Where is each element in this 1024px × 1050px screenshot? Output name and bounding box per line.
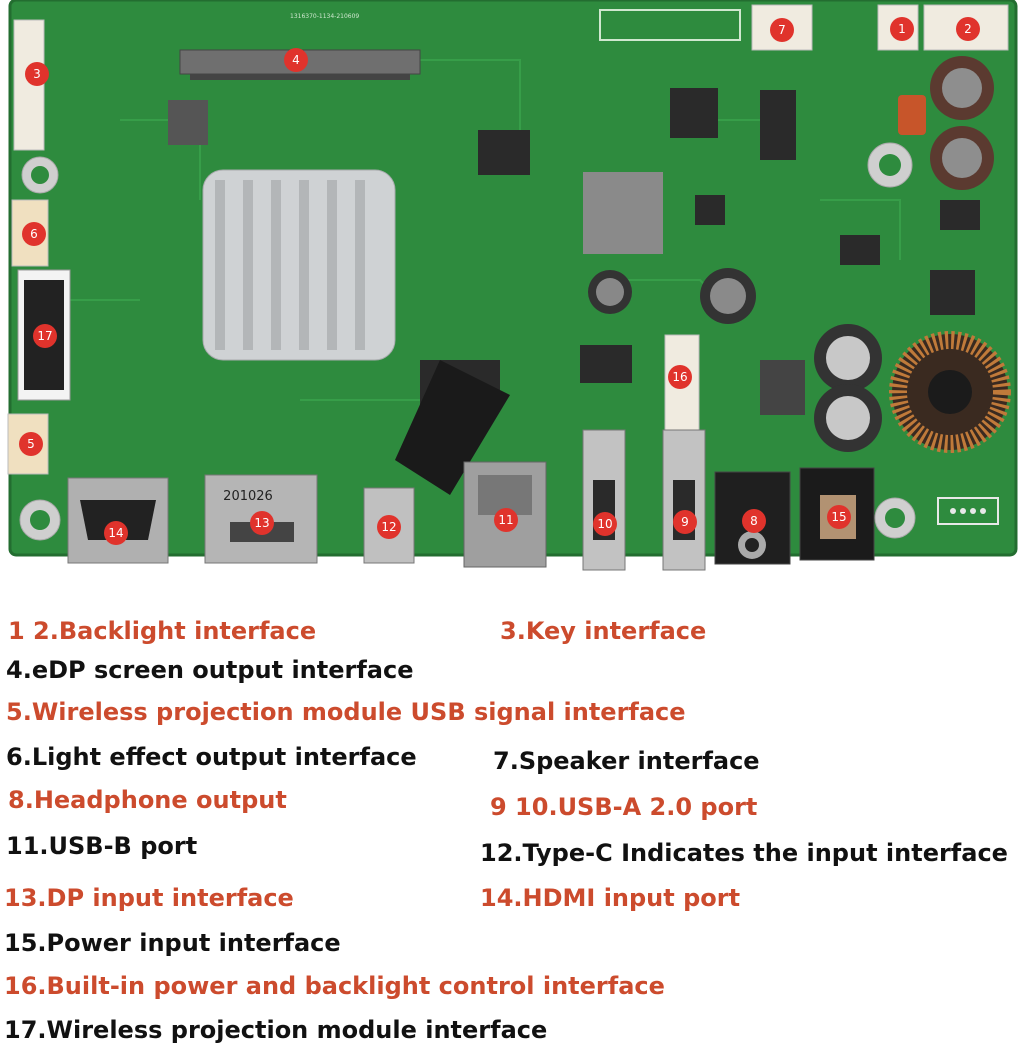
marker-6: 6 — [22, 222, 46, 246]
svg-text:7: 7 — [778, 23, 786, 37]
legend-item-9-10: 9 10.USB-A 2.0 port — [490, 793, 758, 821]
svg-text:1: 1 — [898, 22, 906, 36]
dp-port-label: 201026 — [223, 489, 273, 504]
svg-text:3: 3 — [33, 67, 41, 81]
marker-12: 12 — [377, 515, 401, 539]
svg-text:9: 9 — [681, 515, 689, 529]
marker-9: 9 — [673, 510, 697, 534]
svg-text:4: 4 — [292, 53, 300, 67]
svg-text:16: 16 — [672, 370, 687, 384]
svg-text:5: 5 — [27, 437, 35, 451]
silkscreen-text: 1316370-1134-210609 — [290, 13, 359, 20]
marker-5: 5 — [19, 432, 43, 456]
legend-item-1-2: 1 2.Backlight interface — [8, 617, 317, 645]
legend-item-16: 16.Built-in power and backlight control … — [4, 972, 665, 1000]
mounting-holes — [19, 142, 916, 541]
marker-15: 15 — [827, 505, 851, 529]
marker-7: 7 — [770, 18, 794, 42]
marker-13: 13 — [250, 511, 274, 535]
marker-3: 3 — [25, 62, 49, 86]
marker-11: 11 — [494, 508, 518, 532]
legend-item-11: 11.USB-B port — [6, 832, 198, 860]
capacitors — [588, 56, 994, 452]
board-photo: 1316370-1134-210609 — [7, 0, 1018, 571]
svg-text:13: 13 — [254, 516, 269, 530]
marker-16: 16 — [668, 365, 692, 389]
svg-text:15: 15 — [831, 510, 846, 524]
svg-text:11: 11 — [498, 513, 513, 527]
svg-text:17: 17 — [37, 329, 52, 343]
legend-item-3: 3.Key interface — [500, 617, 707, 645]
legend-item-17: 17.Wireless projection module interface — [4, 1016, 548, 1044]
legend-item-4: 4.eDP screen output interface — [6, 656, 414, 684]
marker-17: 17 — [33, 324, 57, 348]
marker-8: 8 — [742, 509, 766, 533]
svg-text:14: 14 — [108, 526, 123, 540]
legend-item-7: 7.Speaker interface — [493, 747, 760, 775]
legend-item-5: 5.Wireless projection module USB signal … — [6, 698, 686, 726]
markers: 1 2 3 4 5 6 7 8 9 10 11 12 13 14 15 16 1… — [19, 17, 980, 545]
svg-text:8: 8 — [750, 514, 758, 528]
svg-text:10: 10 — [597, 517, 612, 531]
marker-4: 4 — [284, 48, 308, 72]
marker-1: 1 — [890, 17, 914, 41]
toroid-inductor — [889, 331, 1011, 453]
legend-item-14: 14.HDMI input port — [480, 884, 741, 912]
svg-text:6: 6 — [30, 227, 38, 241]
heatsink — [202, 169, 396, 361]
marker-10: 10 — [593, 512, 617, 536]
svg-text:12: 12 — [381, 520, 396, 534]
legend-item-12: 12.Type-C Indicates the input interface — [480, 839, 1008, 867]
legend-item-13: 13.DP input interface — [4, 884, 294, 912]
legend-item-8: 8.Headphone output — [8, 786, 287, 814]
marker-14: 14 — [104, 521, 128, 545]
marker-2: 2 — [956, 17, 980, 41]
svg-text:2: 2 — [964, 22, 972, 36]
legend-item-15: 15.Power input interface — [4, 929, 341, 957]
legend-item-6: 6.Light effect output interface — [6, 743, 417, 771]
